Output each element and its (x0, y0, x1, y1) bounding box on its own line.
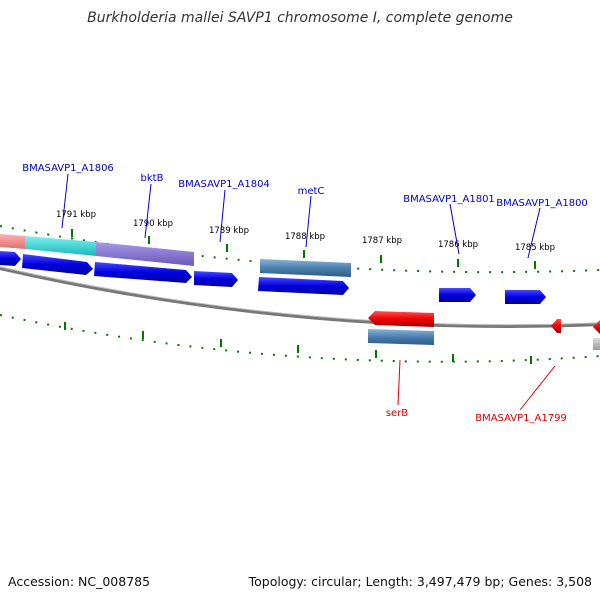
gene-label-forward[interactable]: BMASAVP1_A1800 (496, 198, 588, 209)
genome-summary-text: Topology: circular; Length: 3,497,479 bp… (248, 574, 592, 589)
forward-gene-arrow[interactable] (439, 288, 476, 302)
forward-gene-arrow[interactable] (194, 271, 238, 287)
cds-block[interactable] (260, 259, 351, 277)
reverse-track-dots (0, 314, 600, 363)
gene-label-forward[interactable]: BMASAVP1_A1806 (22, 163, 114, 174)
scale-ticks-upper (71, 229, 536, 269)
cds-block[interactable] (368, 329, 434, 345)
feature-block-cyan[interactable] (25, 236, 96, 256)
scale-label: 1790 kbp (133, 219, 173, 229)
accession-text: Accession: NC_008785 (8, 574, 150, 589)
forward-gene-arrow[interactable] (22, 254, 93, 275)
feature-block-purple[interactable] (96, 242, 194, 266)
genome-backbone-highlight (0, 266, 600, 326)
gene-label-forward[interactable]: BMASAVP1_A1801 (403, 194, 495, 205)
forward-gene-arrow[interactable] (505, 290, 546, 304)
gene-label-reverse[interactable]: serB (386, 408, 408, 419)
gene-label-forward[interactable]: metC (298, 186, 325, 197)
forward-gene-arrow[interactable] (94, 262, 192, 283)
map-title: Burkholderia mallei SAVP1 chromosome I, … (87, 10, 513, 26)
scale-label: 1791 kbp (56, 210, 96, 220)
forward-gene-arrow[interactable] (258, 277, 349, 295)
scale-label: 1787 kbp (362, 236, 402, 246)
genome-backbone (0, 266, 600, 329)
feature-block-gray[interactable] (593, 338, 600, 350)
forward-gene-arrow[interactable] (0, 251, 21, 266)
scale-ticks-lower (64, 322, 532, 364)
forward-track-dots (0, 225, 600, 274)
reverse-gene-arrow[interactable] (593, 320, 600, 334)
gene-label-reverse[interactable]: BMASAVP1_A1799 (475, 413, 567, 424)
reverse-gene-arrow[interactable] (551, 319, 561, 333)
scale-label: 1785 kbp (515, 243, 555, 253)
label-leaders (61, 173, 556, 411)
feature-block-pink[interactable] (0, 234, 25, 249)
scale-label: 1788 kbp (285, 232, 325, 242)
gene-label-forward[interactable]: bktB (141, 173, 164, 184)
scale-label: 1789 kbp (209, 226, 249, 236)
gene-label-forward[interactable]: BMASAVP1_A1804 (178, 179, 270, 190)
reverse-gene-arrow[interactable] (368, 311, 434, 327)
scale-label: 1786 kbp (438, 240, 478, 250)
